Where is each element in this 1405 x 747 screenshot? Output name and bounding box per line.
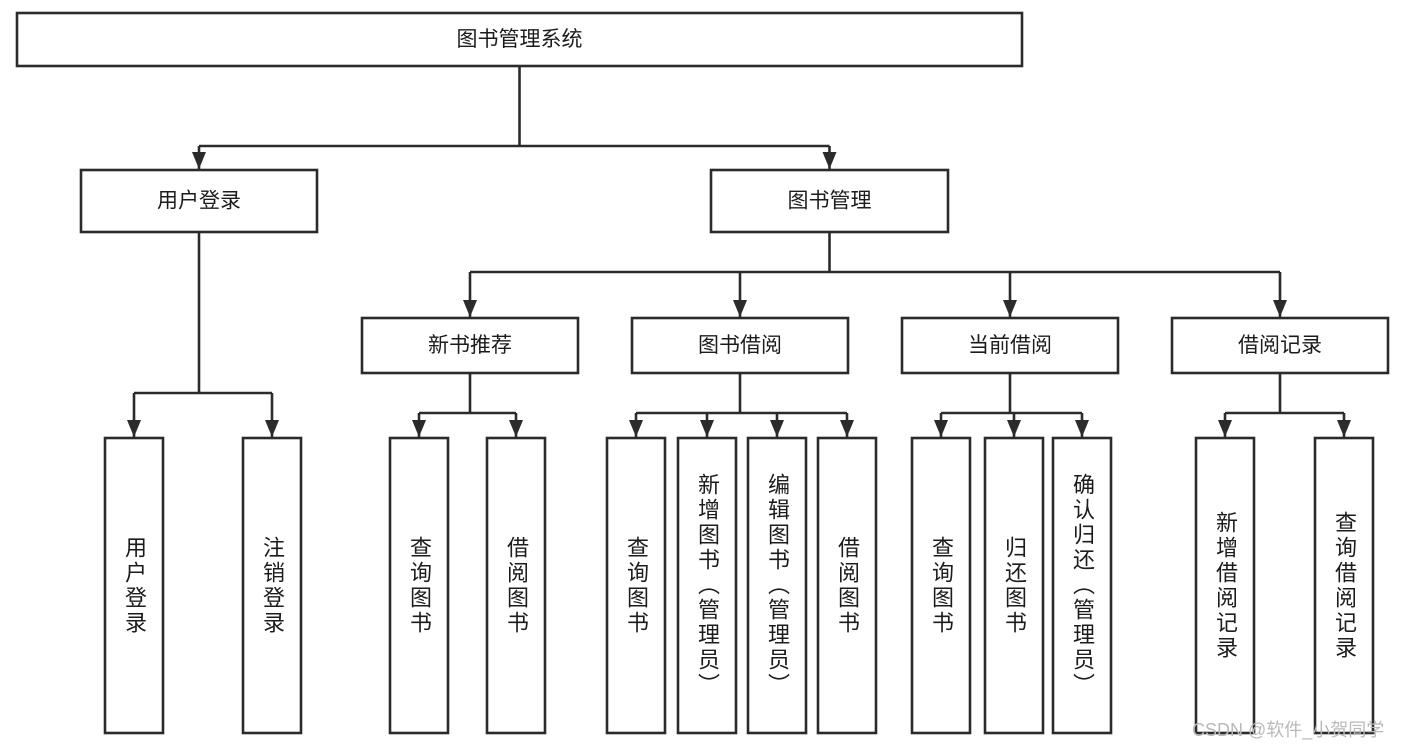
node-box-book-borrow[interactable] — [630, 316, 850, 375]
current-borrow-to-leaves-arrow-1 — [1007, 420, 1021, 437]
watermark-text: CSDN @软件_小贺同学 — [1192, 720, 1385, 740]
node-root[interactable]: 图书管理系统 — [15, 11, 1024, 68]
book-borrow-to-leaves-arrow-3 — [840, 420, 854, 437]
root-to-level2-arrow-0 — [192, 152, 206, 169]
book-borrow-to-leaves-arrow-1 — [700, 420, 714, 437]
root-to-level2-arrow-1 — [822, 152, 837, 169]
node-box-leaf-query-book-cb[interactable] — [910, 436, 972, 735]
node-label-user-login: 用户登录 — [157, 190, 241, 213]
node-box-leaf-edit-book[interactable] — [746, 436, 808, 735]
node-box-root[interactable] — [15, 11, 1024, 68]
current-borrow-to-leaves-arrow-0 — [934, 420, 948, 437]
node-leaf-borrow-book-rec[interactable] — [485, 436, 547, 735]
node-leaf-query-book-cb[interactable] — [910, 436, 972, 735]
node-label-new-book-recommend: 新书推荐 — [428, 334, 512, 357]
userlogin-to-leaves-arrow-0 — [127, 420, 141, 437]
node-new-book-recommend[interactable]: 新书推荐 — [360, 316, 580, 375]
bookmgmt-to-level3-arrow-2 — [1003, 300, 1017, 317]
node-leaf-borrow-book-bb[interactable] — [816, 436, 878, 735]
node-box-user-login[interactable] — [79, 168, 319, 234]
bookmgmt-to-level3-arrow-0 — [463, 300, 477, 317]
node-box-leaf-query-book-bb[interactable] — [605, 436, 667, 735]
borrow-records-to-leaves-arrow-1 — [1337, 420, 1351, 437]
new-book-recommend-to-leaves-arrow-1 — [509, 420, 523, 437]
book-borrow-to-leaves-arrow-0 — [629, 420, 643, 437]
node-label-book-management: 图书管理 — [788, 190, 872, 213]
node-box-borrow-records[interactable] — [1170, 316, 1390, 375]
node-label-current-borrow: 当前借阅 — [968, 334, 1052, 357]
node-leaf-return-book[interactable] — [983, 436, 1045, 735]
userlogin-to-leaves-arrow-1 — [265, 420, 279, 437]
node-book-borrow[interactable]: 图书借阅 — [630, 316, 850, 375]
node-box-leaf-logout[interactable] — [241, 436, 303, 735]
node-user-login[interactable]: 用户登录 — [79, 168, 319, 234]
node-box-leaf-return-book[interactable] — [983, 436, 1045, 735]
node-label-book-borrow: 图书借阅 — [698, 334, 782, 357]
node-box-leaf-confirm-return[interactable] — [1051, 436, 1113, 735]
node-label-root: 图书管理系统 — [457, 28, 583, 51]
borrow-records-to-leaves-arrow-0 — [1218, 420, 1232, 437]
node-leaf-add-record[interactable] — [1194, 436, 1256, 735]
node-borrow-records[interactable]: 借阅记录 — [1170, 316, 1390, 375]
node-box-book-management[interactable] — [709, 168, 950, 234]
node-box-leaf-add-record[interactable] — [1194, 436, 1256, 735]
node-box-leaf-user-login[interactable] — [103, 436, 165, 735]
node-box-current-borrow[interactable] — [900, 316, 1120, 375]
node-current-borrow[interactable]: 当前借阅 — [900, 316, 1120, 375]
bookmgmt-to-level3-arrow-3 — [1273, 300, 1287, 317]
new-book-recommend-to-leaves-arrow-0 — [412, 420, 426, 437]
book-borrow-to-leaves-arrow-2 — [770, 420, 784, 437]
bookmgmt-to-level3-arrow-1 — [733, 300, 747, 317]
node-leaf-add-book[interactable] — [676, 436, 738, 735]
node-leaf-edit-book[interactable] — [746, 436, 808, 735]
node-box-leaf-borrow-book-rec[interactable] — [485, 436, 547, 735]
node-leaf-user-login[interactable] — [103, 436, 165, 735]
node-box-leaf-add-book[interactable] — [676, 436, 738, 735]
node-label-borrow-records: 借阅记录 — [1238, 334, 1322, 357]
node-leaf-query-record[interactable] — [1313, 436, 1375, 735]
node-box-new-book-recommend[interactable] — [360, 316, 580, 375]
node-book-management[interactable]: 图书管理 — [709, 168, 950, 234]
node-leaf-query-book-bb[interactable] — [605, 436, 667, 735]
node-box-leaf-query-record[interactable] — [1313, 436, 1375, 735]
connectors-layer — [127, 66, 1351, 437]
node-leaf-query-book-rec[interactable] — [388, 436, 450, 735]
node-box-leaf-borrow-book-bb[interactable] — [816, 436, 878, 735]
node-box-leaf-query-book-rec[interactable] — [388, 436, 450, 735]
node-leaf-confirm-return[interactable] — [1051, 436, 1113, 735]
current-borrow-to-leaves-arrow-2 — [1075, 420, 1089, 437]
node-leaf-logout[interactable] — [241, 436, 303, 735]
